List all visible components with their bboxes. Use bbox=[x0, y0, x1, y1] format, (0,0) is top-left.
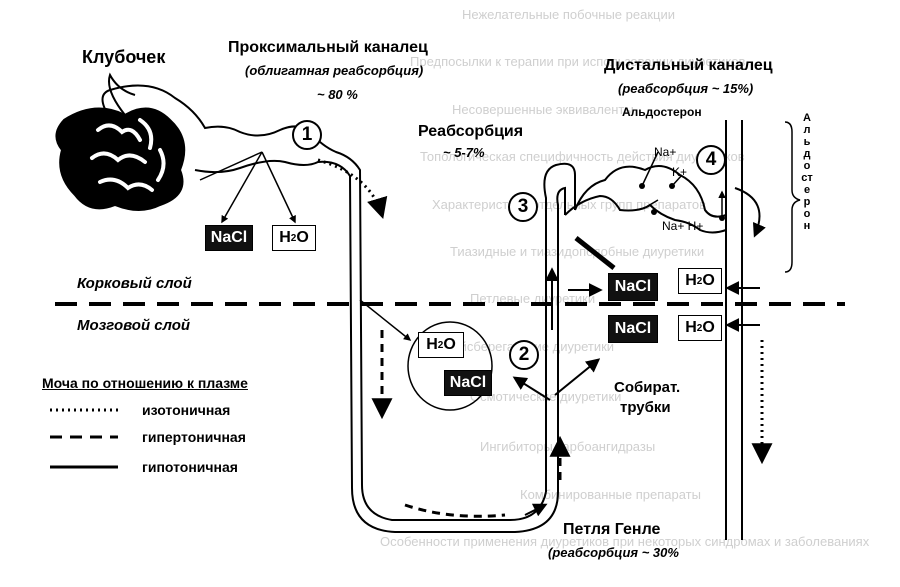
aldosterone-brace bbox=[784, 121, 801, 273]
legend-item-hypotonic: гипотоничная bbox=[142, 459, 238, 475]
segment-1-marker: 1 bbox=[292, 120, 322, 150]
aldosterone-horizontal-label: Альдостерон bbox=[622, 105, 702, 119]
bg-line-2: Несовершенные эквиваленты bbox=[452, 102, 634, 117]
bg-line-6: Петлевые диуретики bbox=[470, 291, 596, 306]
legend-title: Моча по отношению к плазме bbox=[42, 375, 248, 391]
segment-2-marker: 2 bbox=[509, 340, 539, 370]
proximal-tubule-shape bbox=[101, 84, 559, 533]
ion-na-h: Na+ H+ bbox=[662, 219, 704, 233]
henle-loop-subtitle: (реабсорбция ~ 30% bbox=[548, 545, 679, 560]
collecting-tubes-label-1: Собират. bbox=[614, 379, 681, 396]
cortex-label: Корковый слой bbox=[77, 275, 192, 292]
collecting-tubes-label-2: трубки bbox=[620, 399, 671, 416]
proximal-title: Проксимальный каналец bbox=[228, 39, 428, 56]
reabsorption-title: Реабсорбция bbox=[418, 123, 524, 140]
bg-line-3: Топологическая специфичность действия ди… bbox=[420, 149, 745, 164]
medulla-exchange-ellipse bbox=[407, 321, 493, 411]
aldosterone-vertical-label: Альдостерон bbox=[801, 112, 813, 232]
legend-lines bbox=[50, 408, 118, 469]
collecting-duct-shape bbox=[725, 120, 743, 540]
bg-line-10: Комбинированные препараты bbox=[520, 487, 701, 502]
bg-line-11: Особенности применения диуретиков при не… bbox=[380, 534, 870, 549]
ion-k-plus: K+ bbox=[672, 165, 688, 179]
segment-4-marker: 4 bbox=[696, 145, 726, 175]
reabsorption-percent: ~ 5-7% bbox=[443, 145, 485, 160]
bg-line-0: Нежелательные побочные реакции bbox=[462, 7, 675, 22]
glomerulus-shape bbox=[55, 72, 186, 211]
proximal-subtitle: (облигатная реабсорбция) bbox=[245, 63, 424, 78]
flow-arrows bbox=[199, 151, 773, 518]
medulla-label: Мозговой слой bbox=[77, 317, 191, 334]
nacl-badge-medulla-distal: NaCl bbox=[608, 315, 658, 343]
nacl-badge-cortex-distal: NaCl bbox=[608, 273, 658, 301]
henle-loop-title: Петля Генле bbox=[563, 521, 661, 538]
bg-line-1: Предпосылки к терапии при использовании … bbox=[410, 54, 746, 69]
proximal-percent: ~ 80 % bbox=[317, 87, 358, 102]
ion-na-plus: Na+ bbox=[654, 145, 677, 159]
bg-line-4: Характеристика отдельных групп препарато… bbox=[432, 197, 707, 212]
distal-title: Дистальный каналец bbox=[604, 57, 773, 74]
ascending-limb-shape bbox=[543, 162, 576, 492]
legend-item-isotonic: изотоничная bbox=[142, 402, 231, 418]
segment-3-marker: 3 bbox=[508, 192, 538, 222]
legend-item-hypertonic: гипертоничная bbox=[142, 429, 246, 445]
bg-line-5: Тиазидные и тиазидоподобные диуретики bbox=[450, 244, 705, 259]
distal-subtitle: (реабсорбция ~ 15%) bbox=[618, 81, 754, 96]
nacl-badge-medulla: NaCl bbox=[444, 370, 492, 396]
glomerulus-label: Клубочек bbox=[82, 47, 166, 67]
nacl-badge-proximal: NaCl bbox=[205, 225, 253, 251]
